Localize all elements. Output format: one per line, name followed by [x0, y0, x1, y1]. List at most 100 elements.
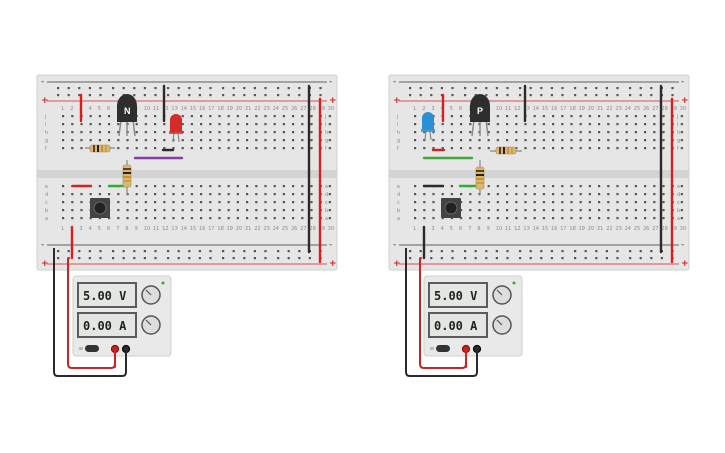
hole [487, 201, 490, 204]
hole [163, 131, 166, 134]
hole [126, 139, 129, 142]
rail-hole [167, 250, 170, 253]
hole [190, 209, 193, 212]
column-number: 30 [680, 106, 686, 112]
hole [218, 201, 221, 204]
hole [273, 139, 276, 142]
row-letter: g [677, 138, 680, 144]
led-body [170, 114, 182, 132]
hole [126, 217, 129, 220]
hole [561, 217, 564, 220]
rail-hole [78, 94, 81, 97]
rail-hole [574, 250, 577, 253]
hole [200, 147, 203, 150]
hole [310, 209, 313, 212]
hole [496, 201, 499, 204]
hole [561, 185, 564, 188]
hole [634, 193, 637, 196]
rail-hole [495, 250, 498, 253]
row-letter: j [44, 114, 46, 120]
rail-hole [78, 87, 81, 90]
rail-hole [529, 250, 532, 253]
hole [579, 201, 582, 204]
rail-hole [88, 94, 91, 97]
rail-sign: - [41, 240, 44, 250]
hole [282, 185, 285, 188]
hole [506, 217, 509, 220]
rail-hole [122, 87, 125, 90]
rail-hole [253, 94, 256, 97]
rail-sign: - [681, 77, 684, 87]
hole [570, 139, 573, 142]
column-number: 15 [542, 226, 548, 232]
hole [533, 147, 536, 150]
rail-hole [605, 250, 608, 253]
hole [273, 115, 276, 118]
hole [154, 201, 157, 204]
rail-hole [639, 250, 642, 253]
hole [469, 123, 472, 126]
hole [607, 193, 610, 196]
hole [80, 147, 83, 150]
transistor-label: P [477, 106, 483, 116]
hole [653, 193, 656, 196]
indicator-led [161, 281, 165, 285]
rail-hole [57, 87, 60, 90]
hole [487, 139, 490, 142]
pushbutton-cap [444, 201, 458, 215]
hole [209, 139, 212, 142]
hole [634, 139, 637, 142]
resistor-band [123, 172, 131, 174]
power-switch[interactable] [85, 345, 99, 352]
column-number: 8 [125, 226, 128, 232]
hole [246, 209, 249, 212]
hole [496, 123, 499, 126]
hole [561, 193, 564, 196]
rail-hole [232, 257, 235, 260]
power-switch[interactable] [436, 345, 450, 352]
hole [515, 201, 518, 204]
hole [181, 217, 184, 220]
hole [264, 209, 267, 212]
hole [264, 201, 267, 204]
column-number: 16 [199, 106, 205, 112]
row-letter: g [397, 138, 400, 144]
resistor-band [499, 147, 501, 154]
lead-black [405, 248, 478, 377]
hole [218, 185, 221, 188]
hole [487, 147, 490, 150]
switch-mark [430, 347, 434, 350]
hole [190, 147, 193, 150]
hole [542, 209, 545, 212]
rail-hole [474, 257, 477, 260]
rail-hole [198, 257, 201, 260]
hole [80, 217, 83, 220]
hole [662, 147, 665, 150]
rail-hole [584, 94, 587, 97]
resistor-band [476, 178, 484, 180]
hole [644, 201, 647, 204]
hole [542, 131, 545, 134]
row-letter: j [676, 114, 678, 120]
rail-hole [57, 94, 60, 97]
rail-hole [440, 257, 443, 260]
hole [579, 123, 582, 126]
row-letter: b [397, 208, 400, 214]
row-letter: b [45, 208, 48, 214]
hole [423, 131, 426, 134]
hole [607, 185, 610, 188]
column-number: 4 [441, 226, 444, 232]
hole [460, 115, 463, 118]
hole [644, 115, 647, 118]
rail-sign: + [681, 96, 689, 106]
column-number: 29 [671, 106, 677, 112]
column-number: 3 [431, 106, 434, 112]
hole [172, 201, 175, 204]
hole [117, 123, 120, 126]
rail-hole [561, 94, 564, 97]
rail-sign: - [681, 240, 684, 250]
row-letter: i [397, 122, 398, 128]
hole [62, 115, 65, 118]
column-number: 13 [523, 106, 529, 112]
hole [172, 209, 175, 212]
